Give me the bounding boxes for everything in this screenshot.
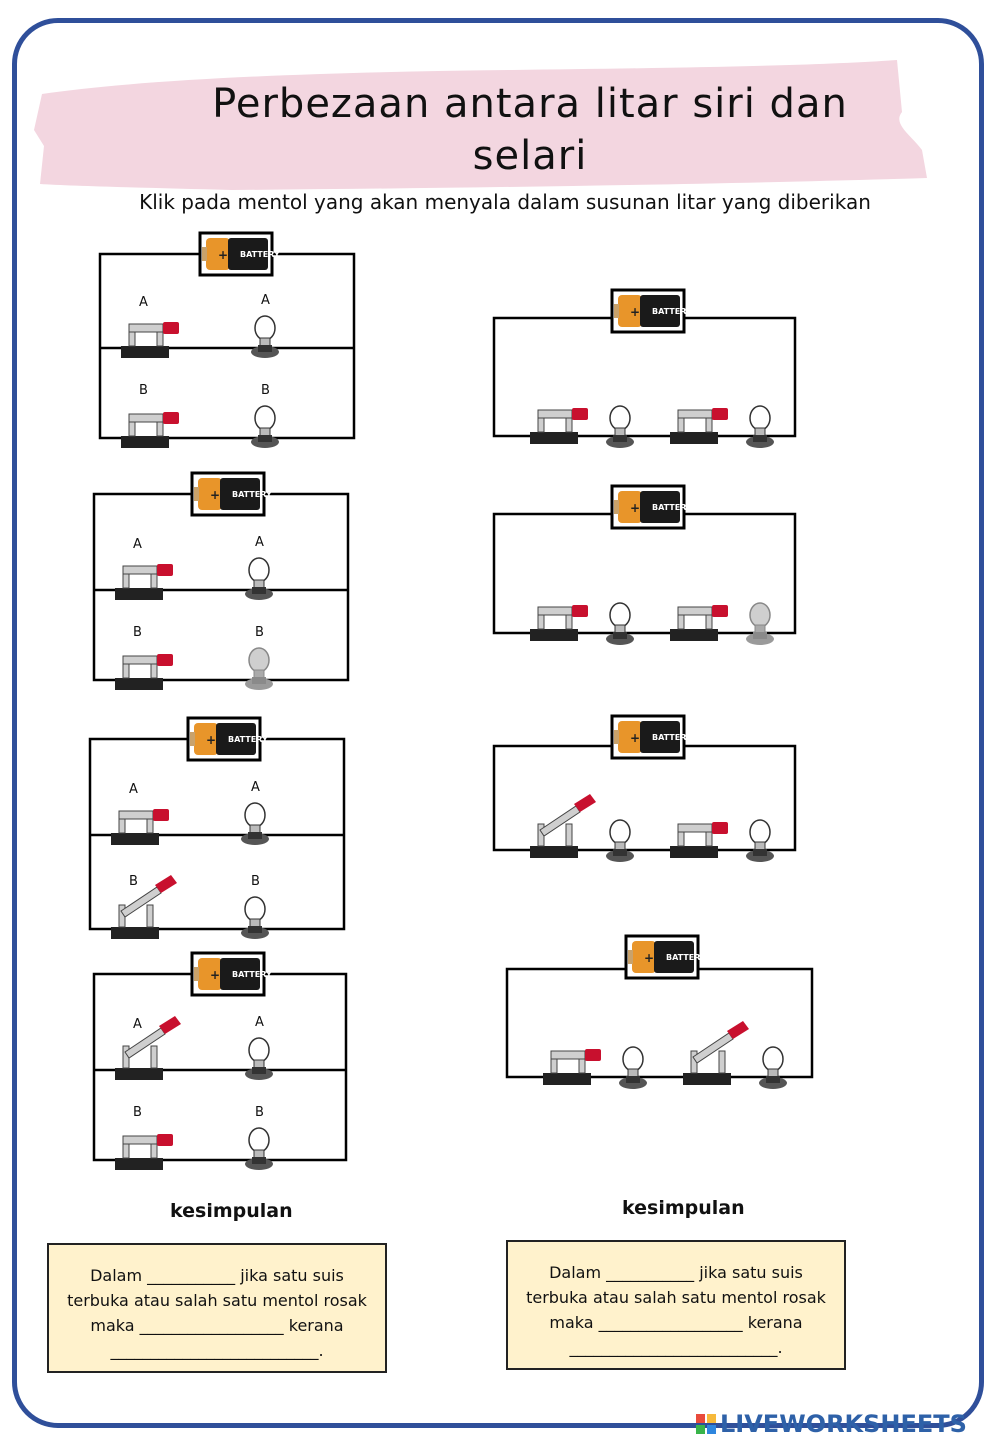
conclusion-heading-right: kesimpulan — [622, 1197, 745, 1219]
series-circuit-1-switch-1[interactable] — [529, 407, 589, 445]
parallel-circuit-2-battery-plus: + — [210, 488, 220, 502]
parallel-circuit-1-switch-b[interactable] — [120, 411, 180, 449]
parallel-circuit-1-bulb-b[interactable] — [250, 405, 280, 449]
parallel-circuit-2-bulb-a[interactable] — [244, 557, 274, 601]
parallel-circuit-3-battery-label: BATTERY — [228, 735, 268, 744]
series-circuit-2-bulb-2[interactable] — [745, 602, 775, 646]
conclusion-left-line-3: maka __________________ kerana — [90, 1316, 344, 1335]
parallel-circuit-1-switch-a[interactable] — [120, 321, 180, 359]
series-circuit-3-battery-label: BATTERY — [652, 733, 692, 742]
series-circuit-2-switch-2[interactable] — [669, 604, 729, 642]
conclusion-heading-left: kesimpulan — [170, 1200, 293, 1222]
parallel-circuit-3-label-switch-a: A — [129, 782, 138, 797]
parallel-circuit-4-battery-plus: + — [210, 968, 220, 982]
parallel-circuit-2-label-switch-a: A — [133, 537, 142, 552]
parallel-circuit-1-bulb-a[interactable] — [250, 315, 280, 359]
conclusion-left-line-2: terbuka atau salah satu mentol rosak — [67, 1291, 367, 1310]
series-circuit-2-battery-plus: + — [630, 501, 640, 515]
series-circuit-4-wire — [505, 967, 814, 1079]
parallel-circuit-3-bulb-a[interactable] — [240, 802, 270, 846]
series-circuit-4-battery-plus: + — [644, 951, 654, 965]
parallel-circuit-4-label-switch-a: A — [133, 1017, 142, 1032]
parallel-circuit-3-battery-plus: + — [206, 733, 216, 747]
parallel-circuit-3-bulb-b[interactable] — [240, 896, 270, 940]
parallel-circuit-2-battery-label: BATTERY — [232, 490, 272, 499]
liveworksheets-logo: LIVEWORKSHEETS — [696, 1410, 967, 1438]
parallel-circuit-1-label-switch-a: A — [139, 295, 148, 310]
parallel-circuit-2-label-bulb-a: A — [255, 535, 264, 550]
series-circuit-1-switch-2[interactable] — [669, 407, 729, 445]
parallel-circuit-1-label-bulb-a: A — [261, 293, 270, 308]
parallel-circuit-4-bulb-b[interactable] — [244, 1127, 274, 1171]
parallel-circuit-4-switch-b[interactable] — [114, 1133, 174, 1171]
instruction-text: Klik pada mentol yang akan menyala dalam… — [139, 190, 871, 214]
series-circuit-4-battery-label: BATTERY — [666, 953, 706, 962]
series-circuit-2-wire — [492, 512, 797, 635]
parallel-circuit-2-bulb-b[interactable] — [244, 647, 274, 691]
parallel-circuit-3-label-switch-b: B — [129, 874, 138, 889]
conclusion-right-line-1: Dalam ___________ jika satu suis — [549, 1263, 803, 1282]
logo-text: LIVEWORKSHEETS — [720, 1410, 967, 1438]
parallel-circuit-2-switch-b[interactable] — [114, 653, 174, 691]
parallel-circuit-2-label-bulb-b: B — [255, 625, 264, 640]
series-circuit-3-switch-1[interactable] — [529, 793, 597, 859]
parallel-circuit-1-battery-label: BATTERY — [240, 250, 280, 259]
series-circuit-4-bulb-1[interactable] — [618, 1046, 648, 1090]
page-frame — [12, 18, 984, 1428]
title-line-1: Perbezaan antara litar siri dan — [212, 81, 848, 127]
series-circuit-1-battery-plus: + — [630, 305, 640, 319]
series-circuit-4-switch-1[interactable] — [542, 1048, 602, 1086]
parallel-circuit-4-label-bulb-a: A — [255, 1015, 264, 1030]
series-circuit-2-switch-1[interactable] — [529, 604, 589, 642]
parallel-circuit-4-label-switch-b: B — [133, 1105, 142, 1120]
parallel-circuit-4-bulb-a[interactable] — [244, 1037, 274, 1081]
logo-tiles-icon — [696, 1414, 716, 1434]
parallel-circuit-1-label-bulb-b: B — [261, 383, 270, 398]
parallel-circuit-3-switch-a[interactable] — [110, 808, 170, 846]
series-circuit-3-wire — [492, 744, 797, 852]
parallel-circuit-4-outer-wire — [92, 972, 348, 1162]
conclusion-box-right[interactable]: Dalam ___________ jika satu suis terbuka… — [506, 1240, 846, 1370]
parallel-circuit-2-label-switch-b: B — [133, 625, 142, 640]
series-circuit-1-wire — [492, 316, 797, 438]
series-circuit-1-bulb-1[interactable] — [605, 405, 635, 449]
parallel-circuit-4-label-bulb-b: B — [255, 1105, 264, 1120]
parallel-circuit-3-outer-wire — [88, 737, 346, 931]
series-circuit-2-battery-label: BATTERY — [652, 503, 692, 512]
page-title: Perbezaan antara litar siri dan selari — [110, 78, 950, 182]
series-circuit-4-switch-2[interactable] — [682, 1020, 750, 1086]
series-circuit-1-bulb-2[interactable] — [745, 405, 775, 449]
parallel-circuit-1-outer-wire — [98, 252, 356, 440]
title-highlight-brush — [34, 60, 927, 190]
parallel-circuit-3-label-bulb-b: B — [251, 874, 260, 889]
conclusion-left-line-1: Dalam ___________ jika satu suis — [90, 1266, 344, 1285]
conclusion-left-line-4: __________________________. — [110, 1341, 324, 1360]
parallel-circuit-2-outer-wire — [92, 492, 350, 682]
parallel-circuit-1-battery-plus: + — [218, 248, 228, 262]
series-circuit-2-bulb-1[interactable] — [605, 602, 635, 646]
series-circuit-1-battery-label: BATTERY — [652, 307, 692, 316]
series-circuit-3-battery-plus: + — [630, 731, 640, 745]
parallel-circuit-4-battery-label: BATTERY — [232, 970, 272, 979]
parallel-circuit-2-switch-a[interactable] — [114, 563, 174, 601]
parallel-circuit-3-label-bulb-a: A — [251, 780, 260, 795]
series-circuit-3-switch-2[interactable] — [669, 821, 729, 859]
conclusion-right-line-3: maka __________________ kerana — [549, 1313, 803, 1332]
series-circuit-3-bulb-1[interactable] — [605, 819, 635, 863]
series-circuit-3-bulb-2[interactable] — [745, 819, 775, 863]
conclusion-right-line-4: __________________________. — [569, 1338, 783, 1357]
conclusion-right-line-2: terbuka atau salah satu mentol rosak — [526, 1288, 826, 1307]
conclusion-box-left[interactable]: Dalam ___________ jika satu suis terbuka… — [47, 1243, 387, 1373]
parallel-circuit-1-label-switch-b: B — [139, 383, 148, 398]
series-circuit-4-bulb-2[interactable] — [758, 1046, 788, 1090]
title-line-2: selari — [472, 133, 588, 179]
